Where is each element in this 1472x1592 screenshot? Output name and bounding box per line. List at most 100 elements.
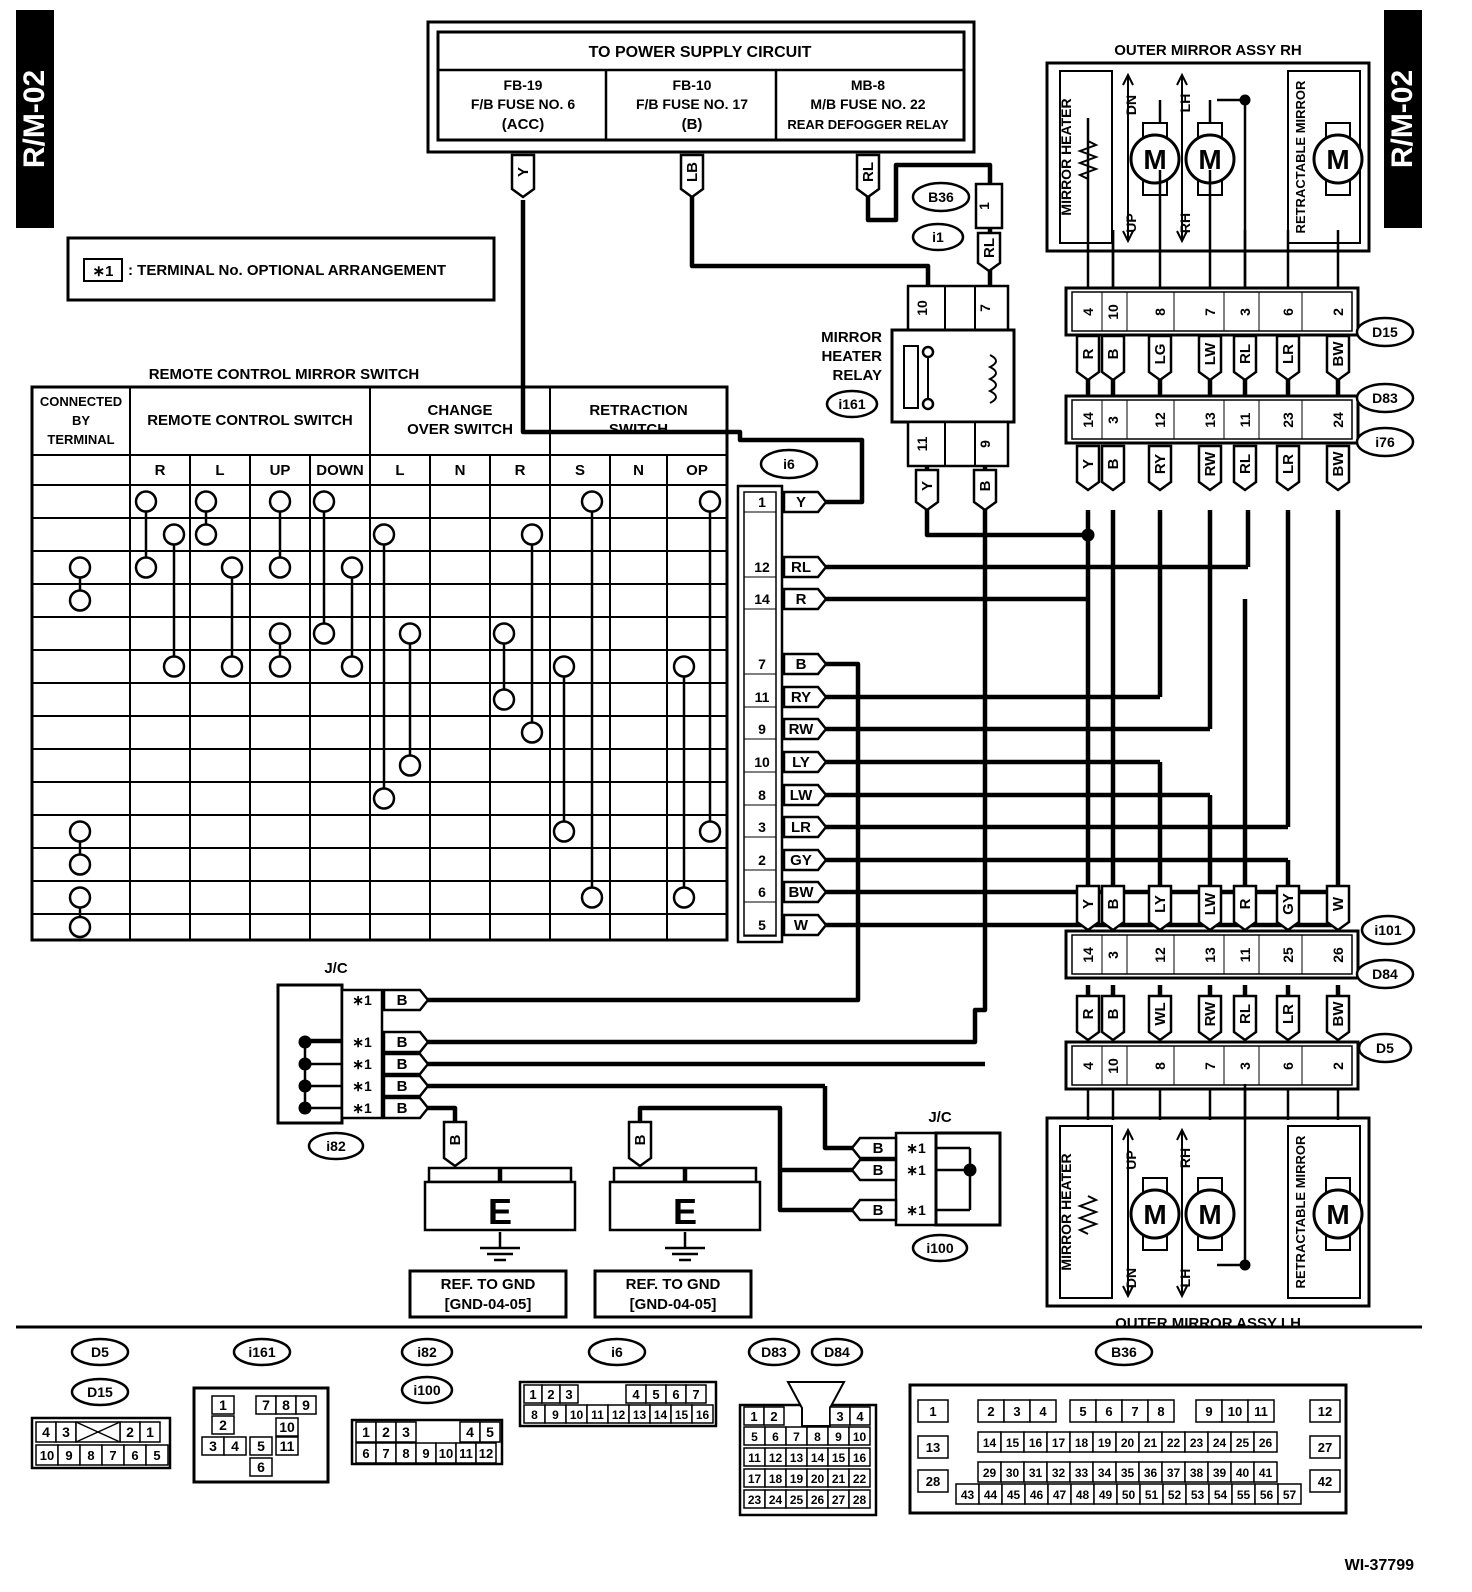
i6-pin-2: 2 (758, 852, 766, 868)
i6-pin-1: 1 (758, 494, 766, 510)
i1-label: i1 (932, 229, 944, 245)
switch-contact (340, 556, 364, 579)
view-d5-pin: 3 (62, 1424, 70, 1440)
switch-contact (672, 655, 696, 678)
view-i82-pin: 11 (459, 1446, 473, 1461)
i6-wire-bw-tag (782, 880, 828, 904)
view-d83-pin-cell (763, 1406, 785, 1426)
power-source-line3: (B) (682, 116, 703, 133)
mirror-rh-dir: LH (1177, 94, 1193, 113)
rh-body-wire: Y (1080, 459, 1097, 469)
switch-contact (68, 886, 92, 909)
relay-pin: 10 (914, 300, 930, 316)
table-column-label: DOWN (316, 462, 364, 479)
power-source-fuse: M/B FUSE NO. 22 (810, 96, 925, 112)
view-i6-label-oval (587, 1337, 647, 1367)
view-d83-pin: 7 (793, 1430, 800, 1444)
view-b36-pin: 40 (1236, 1466, 1250, 1480)
junction-dot (1239, 94, 1251, 106)
view-d83-pin-cell (848, 1468, 871, 1488)
jc-i82-wire: B (397, 1078, 408, 1095)
b36-wire-tag (976, 231, 1002, 273)
view-b36-label-oval (1094, 1337, 1154, 1367)
mirror-rh-retract: RETRACTABLE MIRROR (1293, 80, 1308, 233)
view-i82-pin: 6 (362, 1446, 369, 1461)
view-b36-pin: 25 (1236, 1436, 1250, 1450)
lh-body-wire: W (1330, 896, 1347, 911)
i6-pin-8: 8 (758, 787, 766, 803)
view-i161-pin: 3 (209, 1438, 217, 1454)
view-b36-pin: 19 (1098, 1436, 1112, 1450)
view-d15-label: D15 (87, 1384, 113, 1400)
table-column-label: R (515, 462, 526, 479)
d5-pin: 10 (1105, 1058, 1121, 1074)
wire-i6-b (428, 661, 861, 1003)
i6-wire-lr-tag (782, 815, 828, 839)
view-i82-pin: 3 (402, 1424, 410, 1440)
d5-pin: 3 (1237, 1062, 1253, 1070)
view-d83-pin: 28 (853, 1493, 867, 1507)
view-d83-pin: 2 (770, 1409, 777, 1424)
note-symbol: ∗1 (93, 263, 114, 280)
view-b36-pin-cell (917, 1435, 949, 1459)
view-d5-pin: 6 (131, 1448, 138, 1463)
jc-i100-connector: i100 (926, 1240, 953, 1256)
mirror-rh-retract-motor-label: M (1326, 144, 1349, 175)
d15-pin: 7 (1202, 308, 1218, 316)
i6-wire-lr: LR (791, 819, 811, 836)
view-d83-pin: 5 (751, 1430, 758, 1444)
rh-body-wire: BW (1330, 451, 1347, 477)
switch-contact (68, 556, 92, 579)
relay-terminal (921, 397, 935, 411)
d5-inner (1071, 1045, 1353, 1086)
d15-pin: 8 (1152, 308, 1168, 316)
lh-mirror-wire: RW (1202, 1001, 1219, 1027)
i6-wire-rl-tag (782, 555, 828, 579)
view-b36-pin-cell (1247, 1399, 1275, 1423)
lh-mirror-wire-tag (1232, 994, 1258, 1042)
view-d5-pin-cell (139, 1421, 161, 1443)
view-i161-pin-cell (275, 1436, 299, 1456)
view-b36-pin: 55 (1237, 1488, 1251, 1502)
view-i161-pin-cell (295, 1395, 317, 1415)
d84-inner (1071, 934, 1353, 975)
view-i6 (518, 1380, 718, 1428)
view-b36-pin: 43 (961, 1488, 975, 1502)
view-d83-pin: 1 (750, 1409, 757, 1424)
view-i161-pin-cell (211, 1415, 235, 1435)
i6-wire-ry: RY (791, 689, 811, 706)
view-b36-pin: 12 (1318, 1404, 1332, 1419)
rh-mirror-wire: R (1080, 348, 1097, 359)
lh-mirror-wire: BW (1330, 1001, 1347, 1027)
lh-body-wire-tag (1275, 884, 1301, 932)
ground-lug (612, 1166, 686, 1184)
view-d83-pin: 26 (811, 1493, 825, 1507)
table-column-label: N (455, 462, 466, 479)
view-d83-pin: 27 (832, 1493, 846, 1507)
jc-i82-pins (340, 988, 384, 1120)
view-d83-label-oval (747, 1337, 801, 1367)
lh-body-wire-tag (1325, 884, 1351, 932)
i6-wire-w-tag (782, 913, 828, 937)
mirror-lh-motor (1129, 1188, 1181, 1240)
mirror-lh-motor-label: M (1143, 1199, 1166, 1230)
jc-i82-wire: B (397, 992, 408, 1009)
view-d5-label-oval (70, 1337, 130, 1367)
d84-label: D84 (1372, 966, 1398, 982)
mirror-lh-title: OUTER MIRROR ASSY LH (1115, 1315, 1301, 1332)
switch-contact (68, 820, 92, 843)
jc-i82-wire: B (397, 1100, 408, 1117)
rh-mirror-wire-tag (1197, 334, 1223, 382)
mirror-rh-dir: DN (1123, 95, 1139, 115)
wire-ground-2 (637, 1105, 858, 1213)
power-wire-lb: LB (684, 162, 701, 182)
view-b36-pin-cell (917, 1469, 949, 1493)
view-b36-pin-cell (1277, 1483, 1302, 1505)
mirror-rh-dir: UP (1123, 213, 1139, 232)
junction-dot (298, 1079, 312, 1093)
power-source-id: FB-10 (673, 77, 712, 93)
wire-lb (689, 195, 931, 290)
switch-contact (134, 490, 158, 513)
x (75, 1421, 121, 1443)
